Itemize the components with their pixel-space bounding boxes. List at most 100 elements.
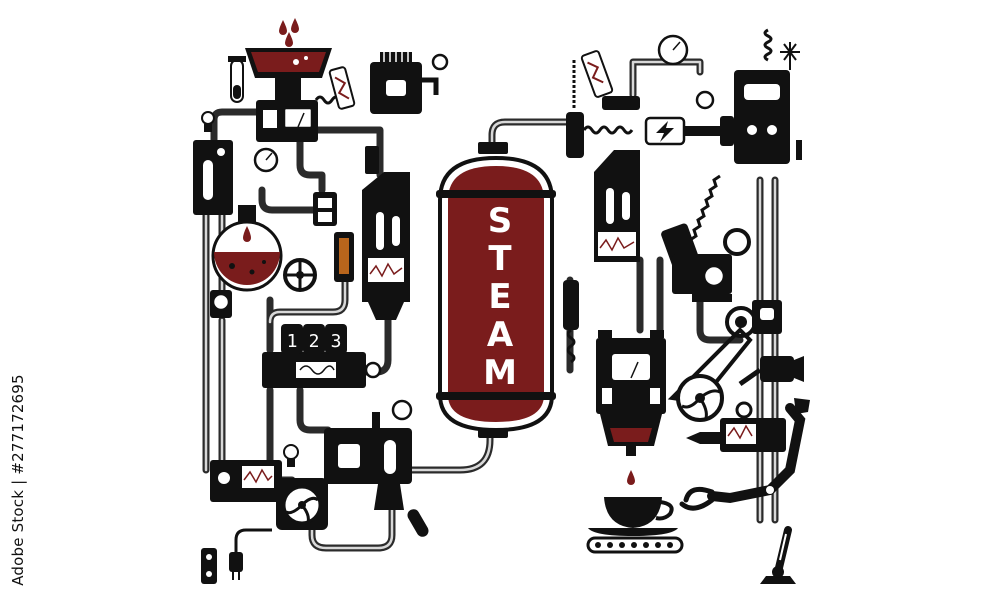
bubble: [262, 260, 266, 264]
monitor-knob: [218, 472, 230, 484]
spring-coil: [689, 174, 721, 242]
roller: [595, 542, 601, 548]
arm-segment-1: [765, 403, 806, 495]
battery-meter: [612, 354, 650, 380]
arm-segment-2: [707, 485, 775, 504]
motor-box-gauge: [431, 53, 449, 71]
spring-housing-left: [566, 112, 584, 158]
valve-body: [365, 146, 379, 174]
pump-panel: [338, 444, 360, 468]
pipe-lower-2: [296, 386, 332, 434]
socket-hole: [206, 554, 212, 560]
dispenser-nozzle: [626, 446, 636, 456]
arm-gripper: [679, 486, 715, 511]
flask-neck: [238, 205, 256, 223]
capacitor-top: [328, 66, 356, 110]
meter-window: [282, 106, 314, 130]
motor-fan: [794, 356, 804, 382]
control-box-foot: [368, 302, 404, 320]
gauge-face: [723, 228, 751, 256]
side-panel-slot: [203, 160, 213, 200]
battery-slot-2: [650, 388, 660, 404]
liquid-drop-3: [285, 32, 293, 47]
gauge-left: [253, 147, 279, 173]
steam-letter: T: [488, 239, 512, 279]
counter-wave: [299, 365, 335, 375]
pump-lower: [324, 399, 429, 537]
sight-glass: [334, 232, 354, 282]
flywheel-bottom: [276, 478, 328, 530]
side-panel-knob: [217, 148, 225, 156]
bulb-glass: [283, 444, 299, 460]
control-box-slider-2: [622, 192, 630, 220]
pipe-right-top: [629, 58, 704, 99]
side-panel-left: [193, 140, 233, 215]
dispenser-liquid: [610, 428, 652, 442]
control-box-slider: [376, 212, 384, 250]
steam-tank-lettering: S T E A M: [474, 203, 526, 393]
capacitor-glass: [580, 50, 614, 98]
conveyor-rollers: [595, 542, 673, 548]
battery-slot: [602, 388, 612, 404]
pipe-steam-top-hl: [490, 120, 577, 152]
gauge-small-left: [210, 290, 232, 318]
pipe-left-outer: [210, 108, 266, 144]
bulb-left: [201, 111, 215, 132]
sight-glass-window: [339, 238, 349, 274]
bubble: [229, 263, 235, 269]
meter-slot: [263, 110, 277, 128]
test-tube-cap: [228, 56, 246, 62]
flywheel-hub: [298, 501, 306, 509]
pump-phone-handle: [384, 440, 396, 474]
pump-feed: [372, 412, 380, 430]
steam-tank-liquid: [448, 166, 544, 422]
steam-letter: S: [487, 201, 513, 241]
bulb-glass: [201, 111, 215, 125]
funnel-assembly: [245, 18, 332, 100]
liquid-drop-1: [279, 20, 287, 35]
gauge-needle: [265, 152, 273, 161]
battery-needle: [630, 361, 639, 379]
motor-body: [760, 356, 794, 382]
motor-box-fin-lines: [383, 52, 409, 62]
counter-digit: 2: [308, 331, 320, 352]
funnel-neck: [275, 78, 301, 100]
valve-mid: [365, 146, 379, 174]
capacitor-top-right: [572, 50, 614, 110]
connector-plug: [720, 116, 734, 146]
motor-right-mid: [738, 356, 804, 387]
capacitor-zigzag: [334, 76, 350, 100]
bubble: [304, 56, 308, 60]
pipe-mid-left: [258, 186, 322, 214]
socket-body: [201, 548, 217, 584]
coil-spring: [566, 328, 576, 364]
control-box-chart: [368, 258, 404, 282]
joystick-base: [760, 576, 796, 584]
power-socket: [201, 548, 217, 584]
gauge-face: [211, 292, 231, 312]
counter-dial: [364, 361, 382, 379]
monitor-line: [243, 468, 273, 484]
pipe-right-side: [696, 296, 744, 344]
valve-wheel-left: [283, 258, 317, 292]
pipe-to-steam-bottom-hl: [408, 428, 492, 472]
steam-tank: [436, 142, 556, 438]
meter-needle: [297, 112, 305, 128]
pipe-top-center: [296, 136, 326, 194]
cup-saucer: [588, 528, 678, 536]
coil-left: [563, 280, 579, 364]
motor-knob: [747, 125, 757, 135]
test-tube-fill: [233, 85, 241, 99]
plug-cable: [234, 528, 272, 552]
control-box-chart-line: [599, 236, 635, 252]
control-box-mid: [362, 172, 410, 320]
counter-tube-2: [303, 324, 325, 354]
motor-knob-2: [767, 125, 777, 135]
round-flask: [211, 205, 283, 292]
socket-hole: [206, 571, 212, 577]
roller: [607, 542, 613, 548]
pump-body: [324, 428, 412, 484]
roller: [619, 542, 625, 548]
steam-tank-band-top: [436, 190, 556, 198]
